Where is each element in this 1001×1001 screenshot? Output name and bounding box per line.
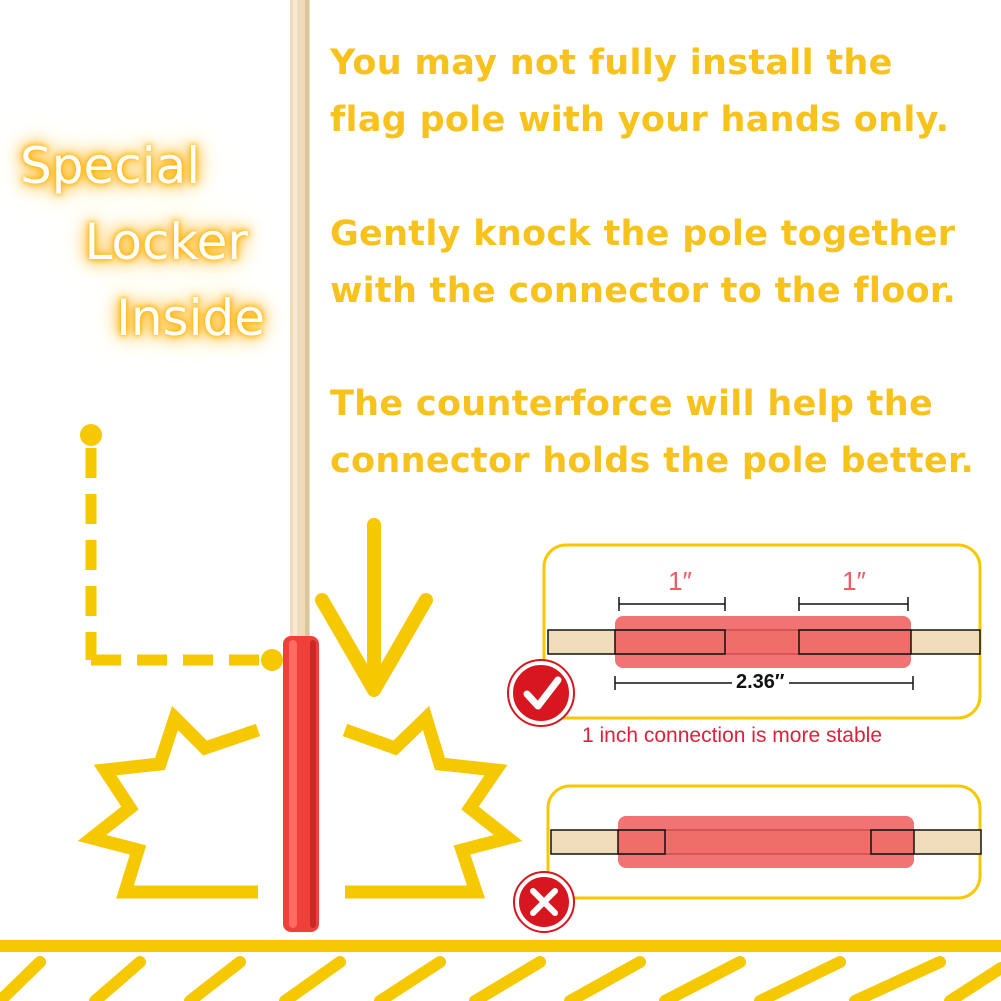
red-connector <box>283 636 319 932</box>
left-insert-length: 1″ <box>668 566 692 596</box>
locker-label-line-2: Locker <box>84 213 248 271</box>
instruction-paragraph-1: You may not fully install the flag pole … <box>330 43 950 140</box>
cross-icon <box>513 871 575 933</box>
right-insert-length: 1″ <box>842 566 866 596</box>
down-arrow-icon <box>315 518 433 697</box>
correct-connector <box>615 616 911 668</box>
instruction-paragraph-3: The counterforce will help the connector… <box>330 384 975 481</box>
impact-burst-left-icon <box>77 705 261 899</box>
total-connector-length: 2.36″ <box>732 671 789 694</box>
check-icon <box>507 659 575 727</box>
floor <box>0 940 1001 1001</box>
instruction-paragraph-2: Gently knock the pole together with the … <box>330 214 957 311</box>
impact-burst-right-icon <box>342 705 523 899</box>
wrong-connector <box>618 816 914 868</box>
correct-connection-caption: 1 inch connection is more stable <box>582 724 882 747</box>
dashed-pointer-line <box>80 424 283 671</box>
locker-label-line-3: Inside <box>116 289 265 347</box>
locker-label-line-1: Special <box>20 137 201 195</box>
